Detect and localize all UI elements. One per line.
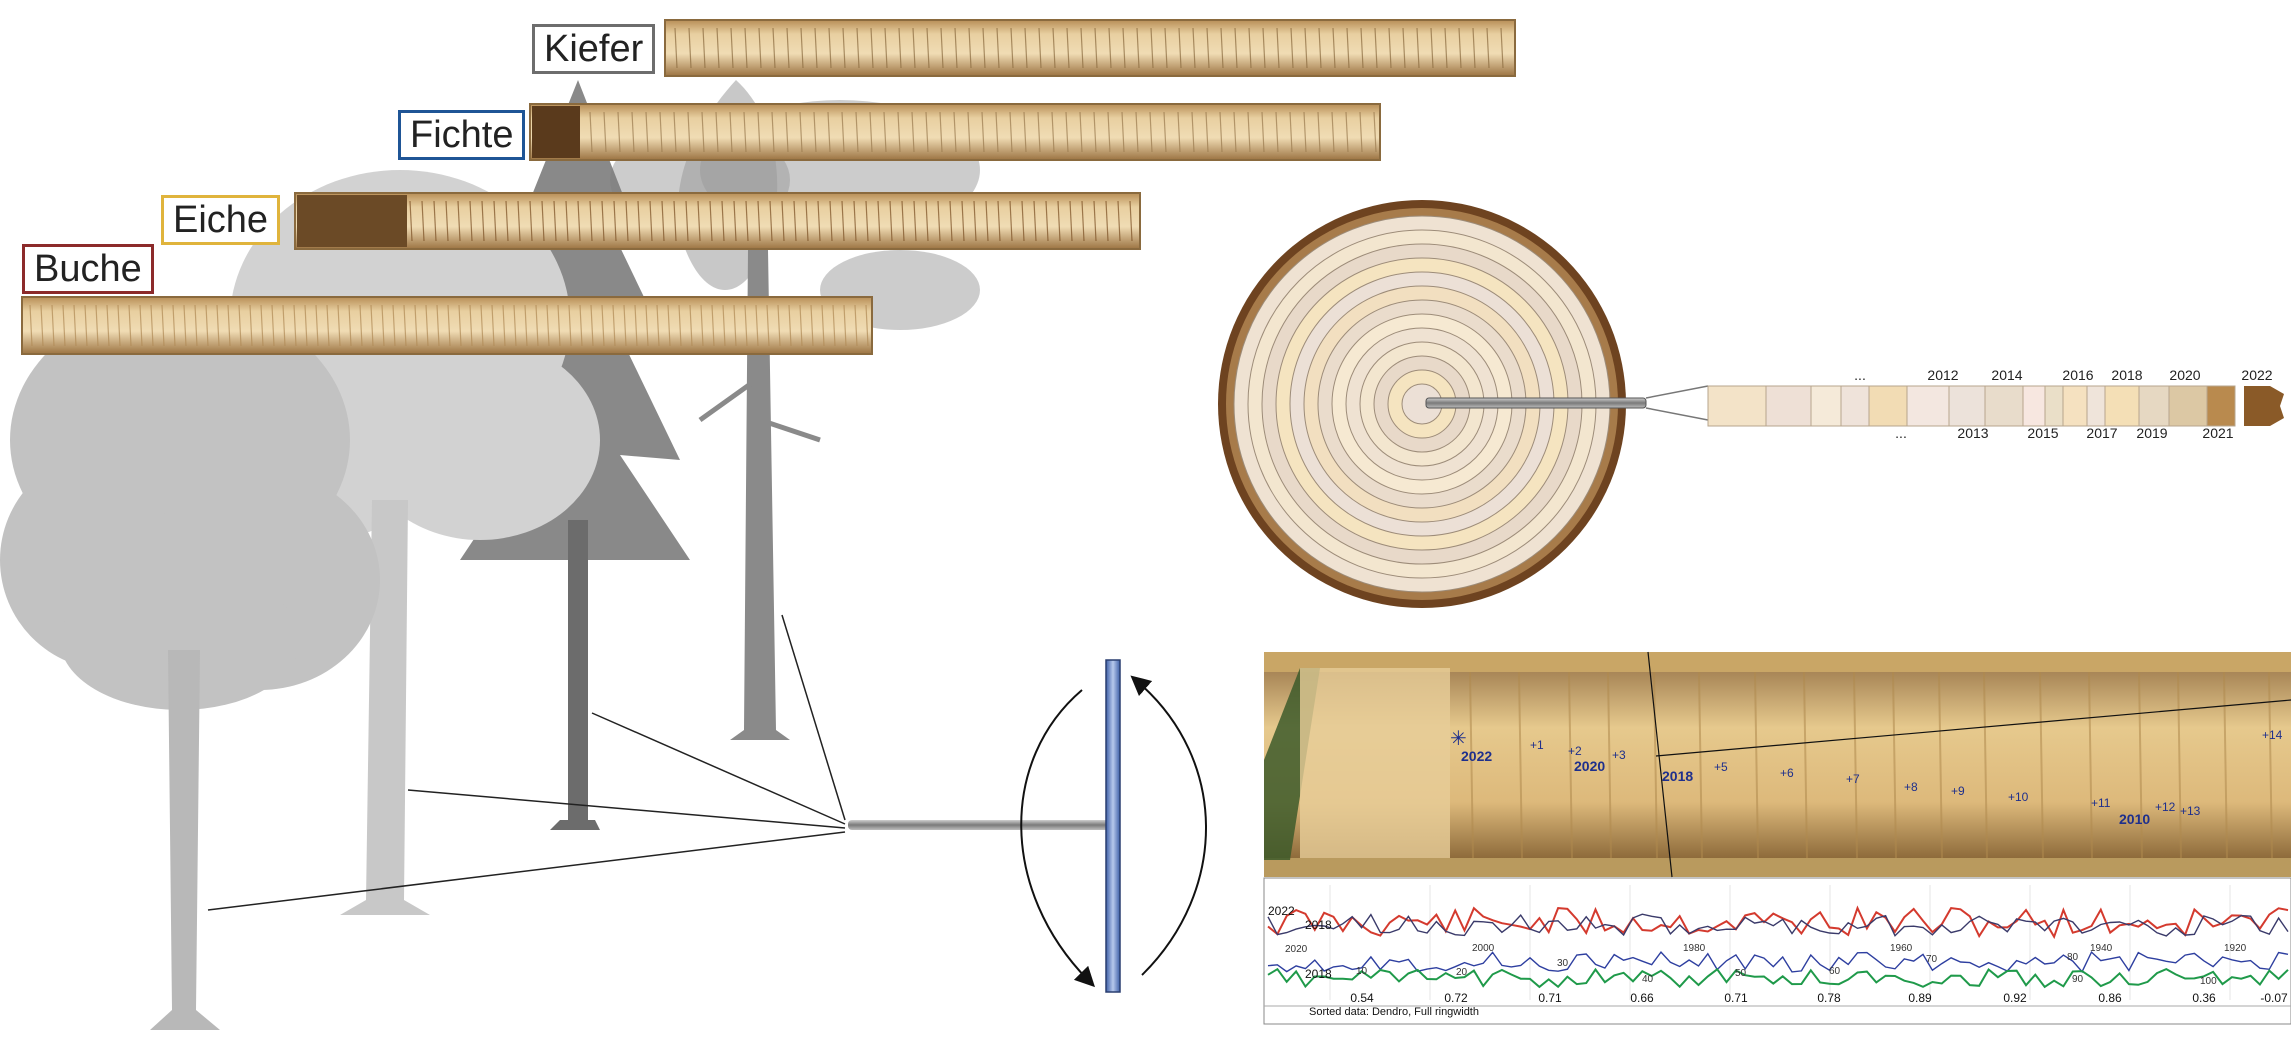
- point-mark: +6: [1780, 766, 1794, 780]
- chart-index-value: 0.89: [1908, 991, 1932, 1005]
- point-mark: +3: [1612, 748, 1626, 762]
- point-mark: +7: [1846, 772, 1860, 786]
- measurement-line: [1655, 699, 2291, 757]
- measurement-cross-marker: ✳: [1450, 728, 1467, 750]
- strip-year-bottom: 2017: [2086, 425, 2118, 441]
- strip-year-top: 2012: [1927, 367, 1959, 383]
- rotation-arrow-down-icon: [1020, 689, 1095, 988]
- chart-decade-label: 40: [1642, 974, 1654, 985]
- chart-footer: Sorted data: Dendro, Full ringwidth: [1309, 1006, 1479, 1018]
- tree-cross-section: [1218, 200, 1709, 608]
- point-mark: +12: [2155, 800, 2176, 814]
- tree-silhouettes: [0, 80, 980, 1030]
- wood-core-samples: [21, 19, 1516, 355]
- point-mark: +13: [2180, 804, 2201, 818]
- chart-decade-label: 20: [1456, 967, 1468, 978]
- species-label-kiefer: Kiefer: [532, 24, 656, 74]
- point-mark: +1: [1530, 738, 1544, 752]
- point-mark: +10: [2008, 790, 2029, 804]
- chart-index-value: 0.36: [2192, 991, 2216, 1005]
- point-mark: +9: [1951, 784, 1965, 798]
- strip-year-bottom: ...: [1895, 425, 1907, 441]
- chart-index-value: -0.07: [2260, 991, 2288, 1005]
- chart-decade-label: 30: [1557, 958, 1569, 969]
- strip-year-top: 2016: [2062, 367, 2094, 383]
- chart-decade-label: 1920: [2224, 943, 2247, 954]
- chart-decade-label: 90: [2072, 974, 2084, 985]
- pine-tree: [610, 80, 980, 740]
- chart-index-value: 0.72: [1444, 991, 1468, 1005]
- chart-decade-label: 100: [2200, 976, 2217, 987]
- strip-year-top: 2018: [2111, 367, 2143, 383]
- chart-decade-label: 70: [1926, 954, 1938, 965]
- beech-tree: [0, 300, 380, 1030]
- increment-borer: [207, 614, 1207, 993]
- chart-index-value: 0.66: [1630, 991, 1654, 1005]
- chart-index-value: 0.92: [2003, 991, 2027, 1005]
- species-label-fichte: Fichte: [398, 110, 526, 160]
- series-navy-line: [1267, 950, 2289, 973]
- species-label-buche: Buche: [22, 244, 154, 294]
- ringwidth-chart: [1263, 877, 2291, 1025]
- strip-year-top: 2020: [2169, 367, 2201, 383]
- strip-year-top: ...: [1854, 367, 1866, 383]
- point-mark: +5: [1714, 760, 1728, 774]
- chart-decade-label: 10: [1356, 966, 1368, 977]
- strip-year-bottom: 2019: [2136, 425, 2168, 441]
- annual-ring-strip: [1707, 385, 2284, 427]
- point-mark: +14: [2262, 728, 2283, 742]
- mark-year-label: 2018: [1662, 768, 1694, 784]
- chart-series-label: 2020: [1285, 944, 1308, 955]
- chart-index-value: 0.71: [1724, 991, 1748, 1005]
- chart-index-value: 0.78: [1817, 991, 1841, 1005]
- species-label-eiche: Eiche: [161, 195, 281, 245]
- point-mark: +11: [2091, 796, 2111, 810]
- point-mark: +2: [1568, 744, 1582, 758]
- chart-index-value: 0.71: [1538, 991, 1562, 1005]
- chart-series-label: 2018: [1305, 918, 1332, 932]
- series-green-line: [1267, 967, 2289, 989]
- chart-decade-label: 80: [2067, 952, 2079, 963]
- mark-year-label: 2010: [2119, 811, 2151, 827]
- rotation-arrow-up-icon: [1130, 675, 1207, 976]
- chart-decade-label: 1940: [2090, 943, 2113, 954]
- chart-series-label: 2022: [1268, 904, 1295, 918]
- chart-decade-label: 1980: [1683, 943, 1706, 954]
- chart-decade-label: 1960: [1890, 943, 1913, 954]
- measurement-core-photo: [1264, 651, 2291, 878]
- point-mark: +8: [1904, 780, 1918, 794]
- strip-year-bottom: 2013: [1957, 425, 1989, 441]
- chart-decade-label: 2000: [1472, 943, 1495, 954]
- chart-index-value: 0.54: [1350, 991, 1374, 1005]
- mark-year-label: 2022: [1461, 748, 1493, 764]
- chart-index-value: 0.86: [2098, 991, 2122, 1005]
- strip-year-top: 2014: [1991, 367, 2023, 383]
- strip-year-bottom: 2015: [2027, 425, 2059, 441]
- kiefer-core-sample: [664, 19, 1516, 77]
- borer-handle: [1105, 659, 1121, 993]
- strip-year-top: 2022: [2241, 367, 2273, 383]
- chart-decade-label: 50: [1735, 968, 1747, 979]
- series-dark-line: [1267, 913, 2289, 937]
- cross-section-core-probe: [1425, 397, 1647, 409]
- borer-shaft: [848, 820, 1110, 830]
- series-red-line: [1267, 905, 2289, 940]
- strip-year-bottom: 2021: [2202, 425, 2234, 441]
- chart-series-label: 2018: [1305, 967, 1332, 981]
- mark-year-label: 2020: [1574, 758, 1606, 774]
- chart-decade-label: 60: [1829, 966, 1841, 977]
- core-growth-rings: [29, 27, 1504, 347]
